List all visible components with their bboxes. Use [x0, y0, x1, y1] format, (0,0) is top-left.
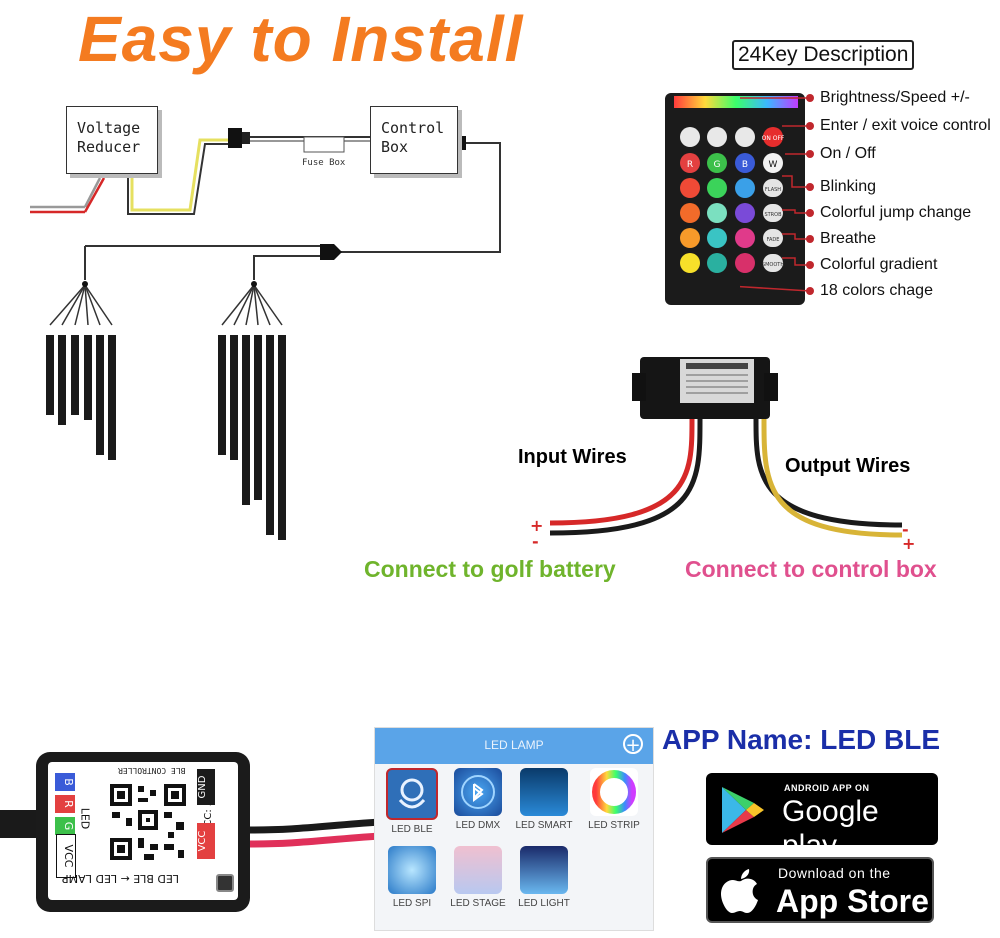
remote-label-blinking: Blinking: [820, 178, 877, 195]
fuse-box-label: Fuse Box: [302, 158, 346, 168]
ble-controller: BLE CONTROLLER B R G VCC LED VCC: 5-24V …: [36, 752, 250, 912]
app-label-led-strip: LED STRIP: [588, 820, 640, 831]
phone-screen: LED LAMP + LED BLE LED DMX LED SMART LED…: [374, 727, 654, 931]
pin-gnd: GND: [197, 769, 215, 805]
svg-text:B: B: [742, 160, 748, 170]
connector-left: [228, 128, 242, 148]
svg-text:STROB: STROB: [764, 212, 782, 218]
music-button: [735, 127, 755, 147]
light-strip-group-1: [46, 281, 116, 460]
fuse-box: [303, 136, 345, 153]
pin-b: B: [55, 773, 75, 791]
remote-control: ON OFF R G B W FLASH STROB FADE SMOOTH: [665, 93, 805, 305]
pin-r: R: [55, 795, 75, 813]
wiring-diagram: [30, 128, 501, 540]
pin-g: G: [55, 817, 75, 835]
page-title: Easy to Install: [78, 3, 524, 75]
qr-code: [108, 782, 188, 862]
output-plus: +: [902, 534, 916, 553]
phone-title: LED LAMP: [484, 738, 544, 752]
color-wheel-icon: [590, 768, 638, 816]
app-label-led-smart: LED SMART: [515, 820, 573, 831]
google-play-badge[interactable]: ANDROID APP ON Google play: [706, 773, 938, 862]
led-smart-icon: [520, 768, 568, 816]
led-stage-icon: [454, 846, 502, 894]
voltage-reducer-label-1: Voltage: [77, 119, 141, 137]
splitter: [320, 244, 342, 260]
connect-battery-label: Connect to golf battery: [364, 556, 616, 582]
remote-description-title: 24Key Description: [732, 40, 915, 70]
ble-controller-wires: [0, 810, 380, 848]
svg-text:FADE: FADE: [767, 237, 780, 243]
app-led-light[interactable]: LED LIGHT: [511, 846, 577, 909]
input-plus: +: [530, 516, 544, 535]
google-play-big: Google play: [782, 795, 879, 862]
control-box-label-2: Box: [381, 138, 409, 156]
led-label: LED: [78, 807, 92, 830]
pin-vcc-right: VCC: [197, 823, 215, 859]
app-store-big: App Store: [776, 883, 929, 919]
svg-text:ON OFF: ON OFF: [762, 135, 785, 142]
connect-control-label: Connect to control box: [685, 556, 937, 582]
google-play-icon: [722, 787, 764, 833]
app-label-led-light: LED LIGHT: [518, 898, 570, 909]
led-light-icon: [520, 846, 568, 894]
brightness-up-button: [707, 127, 727, 147]
led-ble-icon: [386, 768, 438, 820]
app-led-ble[interactable]: LED BLE: [379, 768, 445, 835]
app-label-led-stage: LED STAGE: [450, 898, 506, 909]
remote-label-breathe: Breathe: [820, 230, 877, 247]
apple-icon: [721, 869, 758, 913]
voltage-reducer-box: Voltage Reducer: [66, 106, 158, 174]
bluetooth-icon: [454, 768, 502, 816]
add-icon[interactable]: +: [623, 734, 643, 755]
ble-controller-header: BLE CONTROLLER: [118, 766, 186, 775]
remote-label-on-off: On / Off: [820, 145, 876, 162]
remote-pointer-lines: [740, 94, 814, 295]
ble-controller-footer: LED BLE ← LED LAMP: [62, 872, 179, 885]
app-led-stage[interactable]: LED STAGE: [445, 846, 511, 909]
remote-label-gradient: Colorful gradient: [820, 256, 938, 273]
svg-text:SMOOTH: SMOOTH: [762, 262, 784, 268]
app-store-small: Download on the: [778, 865, 891, 881]
phone-header: LED LAMP +: [375, 728, 653, 764]
light-strip-group-2: [218, 281, 286, 540]
remote-label-colors: 18 colors chage: [820, 282, 933, 299]
svg-text:R: R: [687, 160, 693, 170]
input-wires-label: Input Wires: [518, 446, 627, 468]
brightness-down-button: [680, 127, 700, 147]
google-play-small: ANDROID APP ON: [784, 783, 870, 793]
app-led-smart[interactable]: LED SMART: [511, 768, 577, 831]
remote-label-jump: Colorful jump change: [820, 204, 972, 221]
on-off-button: [763, 127, 783, 147]
control-box: Control Box: [370, 106, 458, 174]
app-label-led-ble: LED BLE: [391, 824, 433, 835]
app-store-badge[interactable]: Download on the App Store: [706, 857, 934, 923]
led-spi-icon: [388, 846, 436, 894]
remote-label-voice: Enter / exit voice control: [820, 117, 991, 134]
remote-label-brightness: Brightness/Speed +/-: [820, 89, 970, 106]
svg-text:FLASH: FLASH: [765, 187, 781, 193]
app-name-label: APP Name: LED BLE: [662, 724, 940, 755]
input-minus: -: [532, 532, 539, 551]
app-label-led-dmx: LED DMX: [455, 820, 501, 831]
svg-text:W: W: [769, 160, 778, 170]
app-led-strip[interactable]: LED STRIP: [581, 768, 647, 831]
app-led-spi[interactable]: LED SPI: [379, 846, 445, 909]
app-label-led-spi: LED SPI: [392, 898, 432, 909]
output-minus: -: [902, 520, 909, 539]
app-led-dmx[interactable]: LED DMX: [445, 768, 511, 831]
voltage-reducer-label-2: Reducer: [77, 138, 141, 156]
control-box-label-1: Control: [381, 119, 445, 137]
svg-text:G: G: [714, 160, 721, 170]
voltage-reducer-wires: [549, 357, 903, 538]
output-wires-label: Output Wires: [785, 455, 911, 477]
led-lamp-icon: [216, 874, 234, 892]
